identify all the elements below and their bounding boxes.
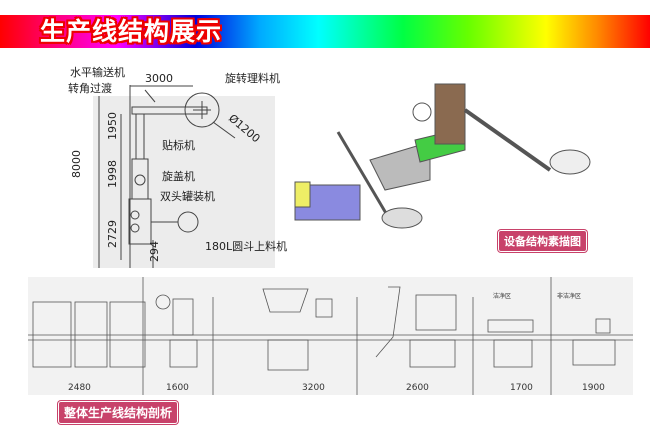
page-title: 生产线结构展示	[40, 17, 223, 46]
iso-caption: 设备结构素描图	[498, 230, 587, 252]
label-corner-transition: 转角过渡	[68, 82, 112, 95]
section-dim: 1900	[582, 383, 605, 393]
zone-non-clean: 非洁净区	[557, 293, 582, 300]
zone-clean: 洁净区	[493, 293, 512, 300]
dim-width: 3000	[145, 72, 173, 85]
section-dim: 2480	[68, 383, 91, 393]
label-hopper-feeder: 180L圆斗上料机	[205, 240, 288, 253]
production-line-drawing	[28, 277, 633, 395]
label-rotary-sorter: 旋转理料机	[225, 72, 280, 85]
label-capper: 旋盖机	[162, 170, 195, 183]
dim-total: 8000	[70, 150, 83, 178]
dim-2729: 2729	[106, 220, 119, 248]
label-horizontal-conveyor: 水平输送机	[70, 66, 125, 79]
plan-view-drawing	[98, 85, 236, 268]
section-dim: 3200	[302, 383, 325, 393]
dim-1998: 1998	[106, 160, 119, 188]
label-filler: 双头罐装机	[160, 190, 215, 203]
production-line-strip	[28, 277, 633, 395]
title-banner	[0, 15, 650, 48]
dim-294: 294	[148, 241, 161, 262]
label-labeler: 贴标机	[162, 139, 195, 152]
isometric-drawing	[294, 83, 591, 229]
line-caption: 整体生产线结构剖析	[58, 401, 179, 424]
dim-1950: 1950	[106, 112, 119, 140]
section-dim: 1700	[510, 383, 533, 393]
plan-view-background	[93, 96, 275, 268]
section-dim: 1600	[166, 383, 189, 393]
section-dim: 2600	[406, 383, 429, 393]
